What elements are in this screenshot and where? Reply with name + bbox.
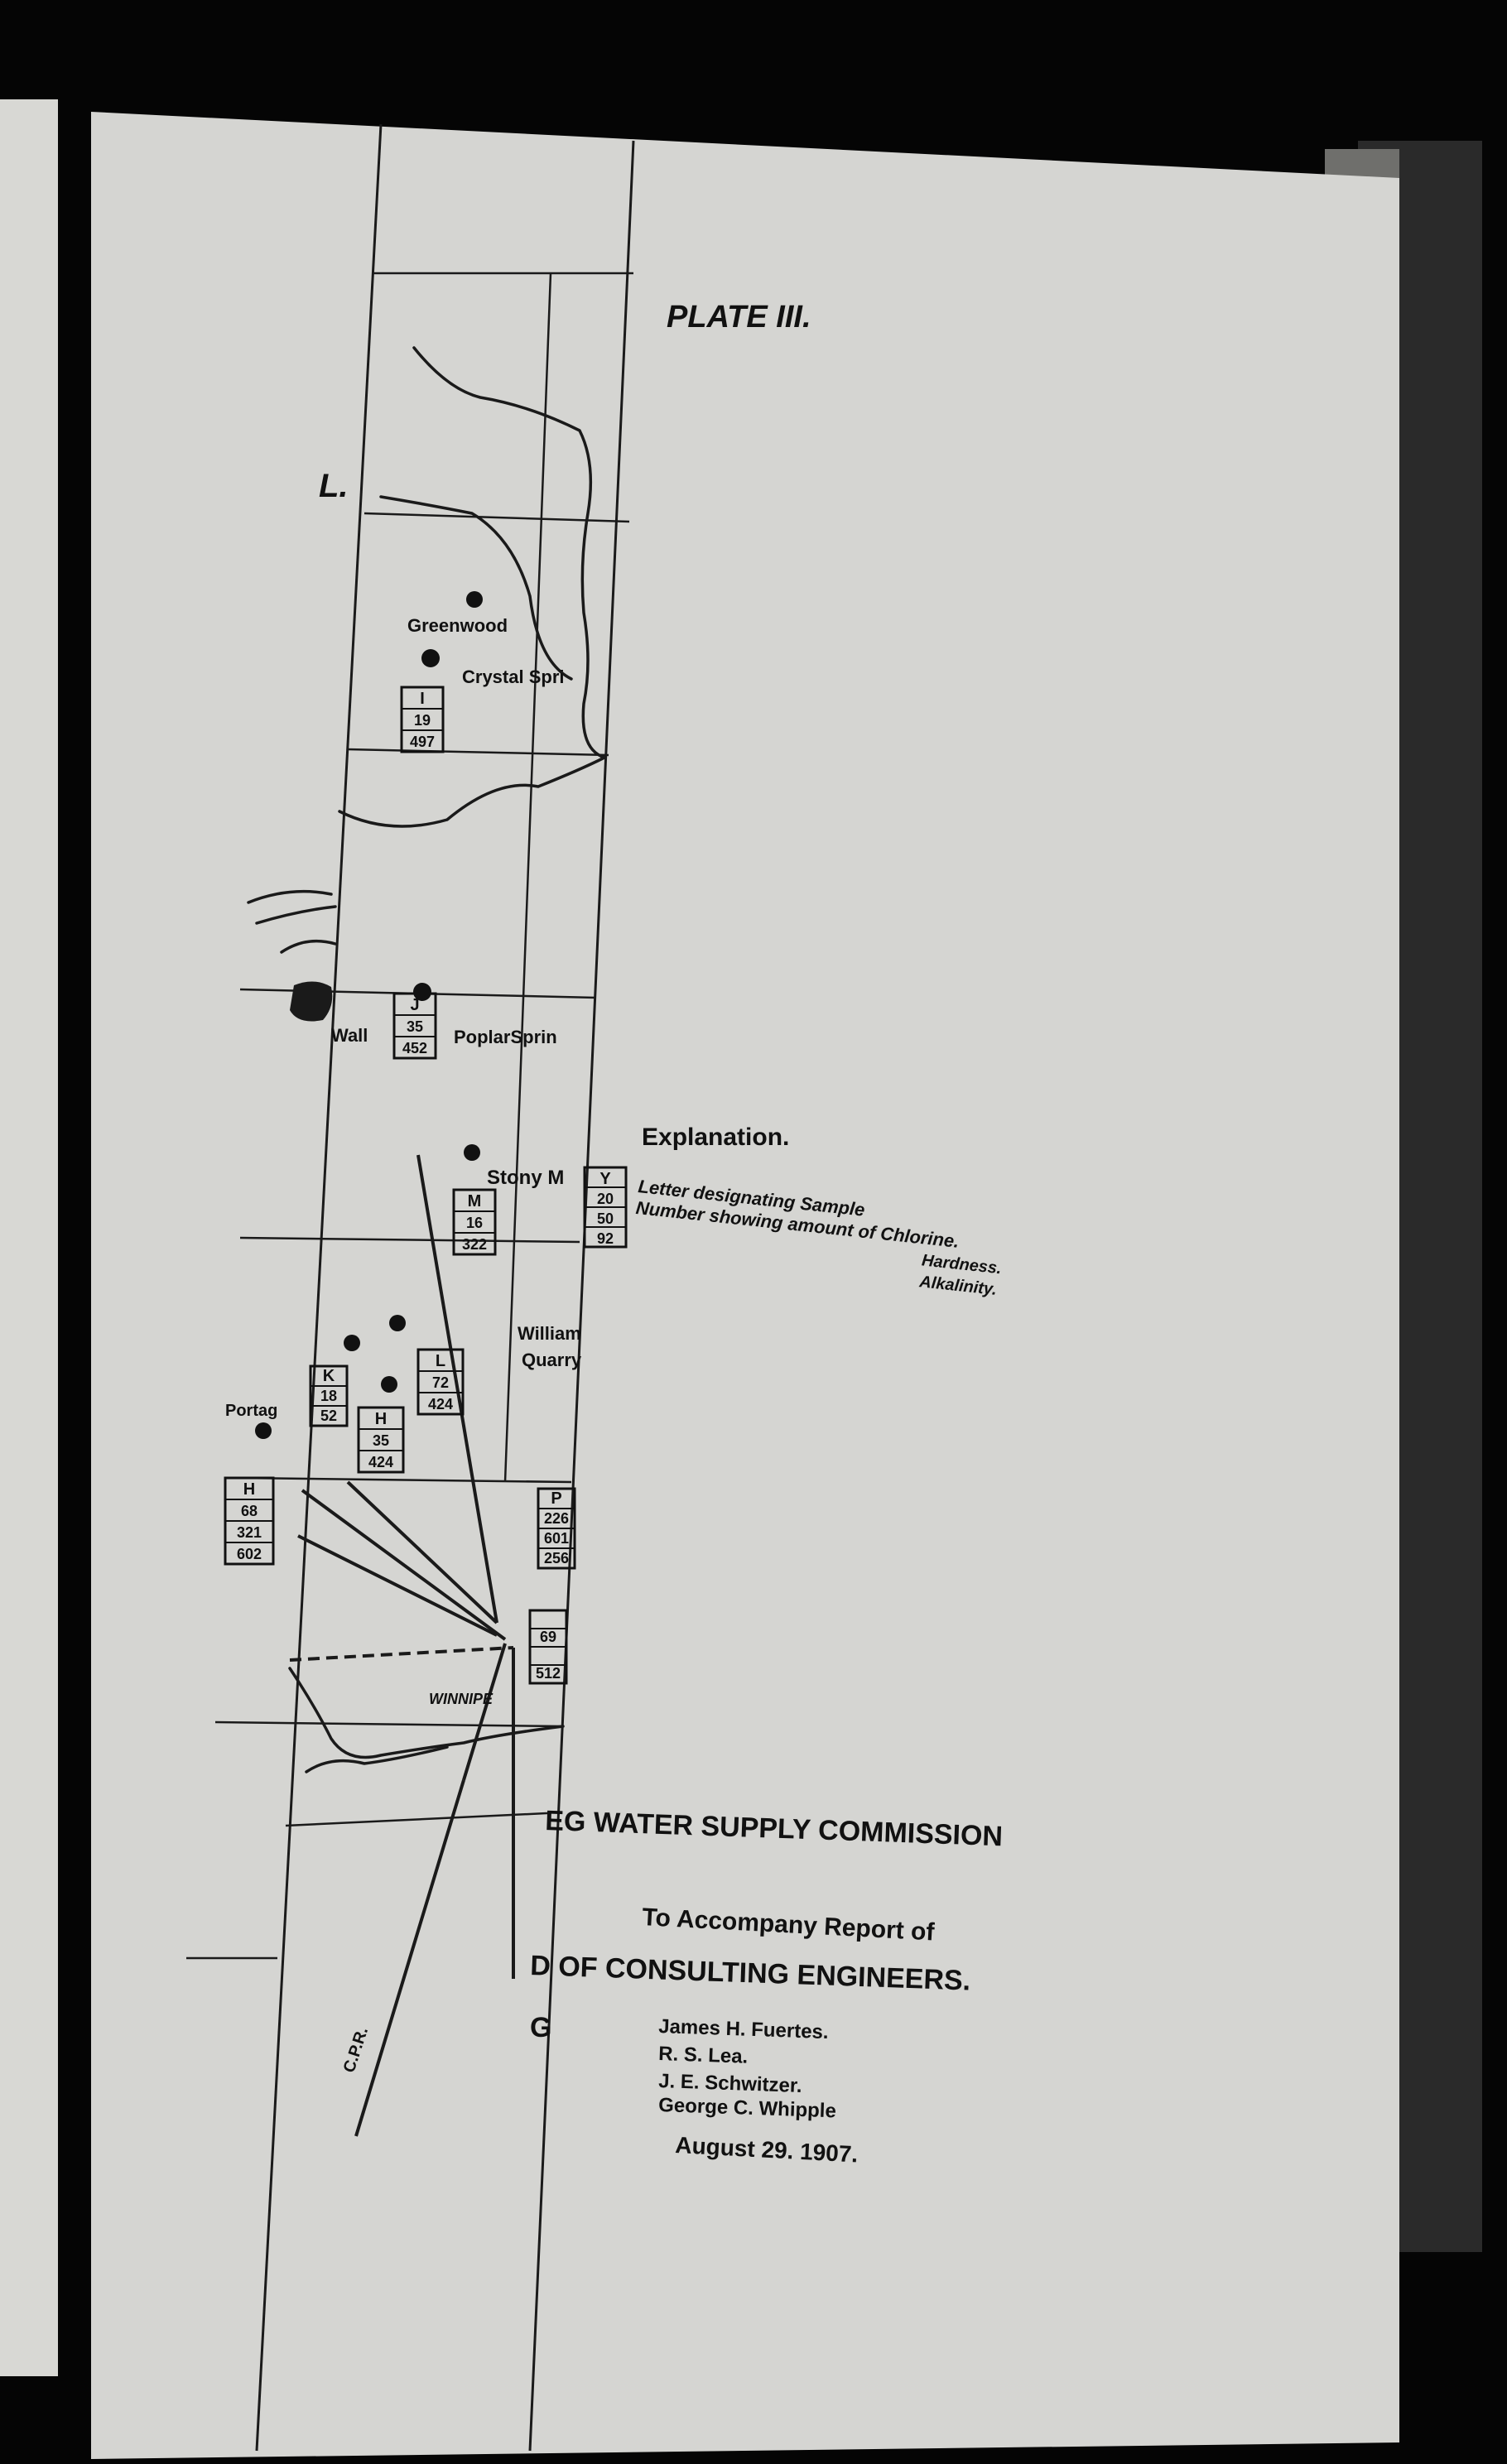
sample-box: L 72 424 xyxy=(416,1348,465,1416)
sample-box: H 35 424 xyxy=(357,1406,405,1474)
dashed-rail xyxy=(289,1646,514,1662)
sample-value: 72 xyxy=(432,1374,449,1391)
sample-box-frame xyxy=(309,1364,349,1427)
sample-letter: K xyxy=(323,1367,335,1385)
legend-key-box: Y 20 50 92 xyxy=(583,1166,628,1249)
sample-value: 424 xyxy=(428,1396,453,1412)
sample-box: H 68 321 602 xyxy=(224,1476,275,1566)
commission-marker: G xyxy=(530,2012,551,2043)
sample-box-frame xyxy=(392,992,437,1060)
sample-value: 35 xyxy=(407,1018,423,1035)
sample-value: 68 xyxy=(241,1503,258,1519)
town-dots xyxy=(255,591,483,1439)
fold-lines xyxy=(255,123,635,2452)
sample-value: 321 xyxy=(237,1524,262,1541)
sample-box-frame xyxy=(357,1406,405,1474)
map-page xyxy=(91,112,1399,2459)
sample-box-frame xyxy=(416,1348,465,1416)
sample-box: I 19 497 xyxy=(400,686,445,753)
sample-value: 601 xyxy=(544,1530,569,1547)
left-page-edge xyxy=(0,99,58,2376)
sample-boxes: I19497J35452M16322K1852L72424H35424H6832… xyxy=(224,686,576,1685)
lake-blot xyxy=(290,981,333,1022)
label-william: William xyxy=(518,1323,581,1344)
sample-box: J 35 452 xyxy=(392,992,437,1060)
label-greenwood: Greenwood xyxy=(407,615,508,636)
label-quarry: Quarry xyxy=(522,1350,582,1370)
sample-box: K 18 52 xyxy=(309,1364,349,1427)
rivers xyxy=(247,346,606,1773)
sample-value: 226 xyxy=(544,1510,569,1527)
sample-letter: H xyxy=(243,1480,255,1499)
legend-key-hardness: 50 xyxy=(597,1210,614,1227)
sample-letter: L xyxy=(436,1352,445,1370)
signatory-3: J. E. Schwitzer. xyxy=(658,2070,802,2097)
sample-letter: H xyxy=(375,1410,387,1428)
sample-value: 497 xyxy=(410,734,435,750)
sample-value: 322 xyxy=(462,1236,487,1253)
sample-value: 35 xyxy=(373,1432,389,1449)
sample-letter: I xyxy=(420,690,425,708)
sample-value: 69 xyxy=(540,1629,556,1645)
label-portage: Portag xyxy=(225,1402,277,1420)
signatory-2: R. S. Lea. xyxy=(658,2043,749,2068)
lake-label: L. xyxy=(319,468,349,504)
sample-box: P 226 601 256 xyxy=(537,1487,576,1570)
railways xyxy=(297,1154,515,2137)
sample-box-frame xyxy=(452,1188,497,1256)
label-crystal-spring: Crystal Spri xyxy=(462,667,565,687)
label-winnipeg: WINNIPE xyxy=(429,1691,494,1707)
legend-key-chlorine: 20 xyxy=(597,1191,614,1207)
sample-value: 256 xyxy=(544,1550,569,1566)
sample-value: 452 xyxy=(402,1040,427,1056)
label-stony-mountain: Stony M xyxy=(487,1167,564,1189)
sample-box: M 16 322 xyxy=(452,1188,497,1256)
explanation-title: Explanation. xyxy=(642,1124,789,1151)
section-grid xyxy=(186,272,633,1960)
label-poplar-springs: PoplarSprin xyxy=(454,1027,557,1047)
sample-box-frame xyxy=(400,686,445,753)
sample-value: 16 xyxy=(466,1215,483,1231)
legend-key-alkalinity: 92 xyxy=(597,1230,614,1247)
sample-value: 512 xyxy=(536,1665,561,1682)
sample-letter: M xyxy=(468,1192,482,1210)
sample-value: 424 xyxy=(368,1454,393,1470)
legend-key-letter: Y xyxy=(599,1170,611,1188)
sample-value: 18 xyxy=(320,1388,337,1404)
plate-title: PLATE III. xyxy=(667,300,811,334)
sample-value: 19 xyxy=(414,712,431,729)
sample-value: 602 xyxy=(237,1546,262,1562)
label-wall: Wall xyxy=(331,1025,368,1046)
sample-letter: P xyxy=(551,1489,561,1508)
sample-letter: J xyxy=(410,996,419,1014)
sample-value: 52 xyxy=(320,1408,337,1424)
sample-box: 69 512 xyxy=(528,1609,568,1685)
